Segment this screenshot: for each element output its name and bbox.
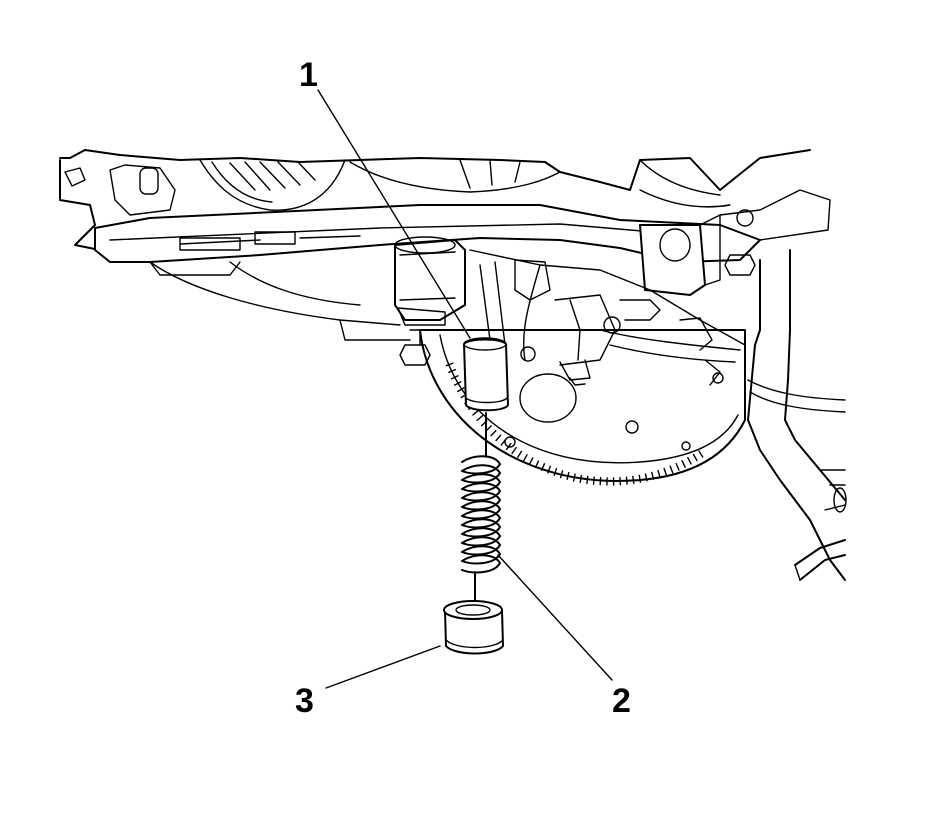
leader-line-2 xyxy=(497,554,613,681)
callout-3: 3 xyxy=(295,645,441,720)
callout-label-1: 1 xyxy=(299,56,318,94)
transmission-housing xyxy=(59,149,831,386)
leader-line-1 xyxy=(317,89,471,339)
part-2-spring xyxy=(461,412,501,603)
callout-label-3: 3 xyxy=(295,682,314,720)
callout-2: 2 xyxy=(497,554,631,720)
callout-label-2: 2 xyxy=(612,682,631,720)
part-1-sleeve xyxy=(463,337,509,412)
leader-line-3 xyxy=(325,645,441,689)
part-3-cup xyxy=(443,600,504,655)
callout-1: 1 xyxy=(299,56,471,339)
spring-coils xyxy=(461,455,501,574)
exhaust-pipe xyxy=(747,249,847,581)
